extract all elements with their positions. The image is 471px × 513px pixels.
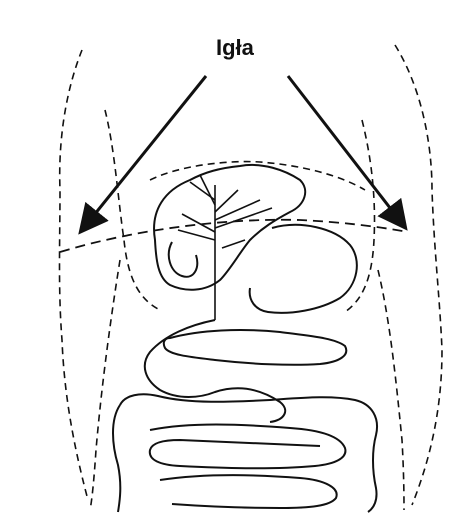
duct-branch-3 [215, 190, 238, 212]
gallbladder [169, 242, 197, 277]
pancreas [164, 330, 346, 365]
ribcage-right-outline [345, 120, 375, 312]
duct-branch-5 [215, 208, 272, 228]
small-intestine-lower [160, 475, 337, 508]
colon-left [113, 405, 120, 512]
duct-branch-4 [215, 200, 260, 220]
arrow-left [82, 76, 206, 230]
torso-right-outline [395, 45, 442, 505]
abdomen-left-outline [90, 260, 120, 510]
biliary-tree [178, 175, 272, 320]
abdomen-right-outline [378, 270, 404, 510]
needle-path [60, 220, 408, 252]
ribcage-left-outline [105, 110, 160, 310]
torso-left-outline [60, 50, 89, 500]
needle-label: Igła [216, 35, 255, 60]
duodenum [145, 320, 285, 422]
arrow-right [288, 76, 404, 226]
colon [120, 394, 377, 512]
stomach [250, 225, 357, 313]
body-outline [60, 45, 443, 510]
small-intestine [150, 425, 346, 469]
duct-branch-8 [222, 240, 245, 248]
duct-branch-7 [178, 230, 215, 240]
